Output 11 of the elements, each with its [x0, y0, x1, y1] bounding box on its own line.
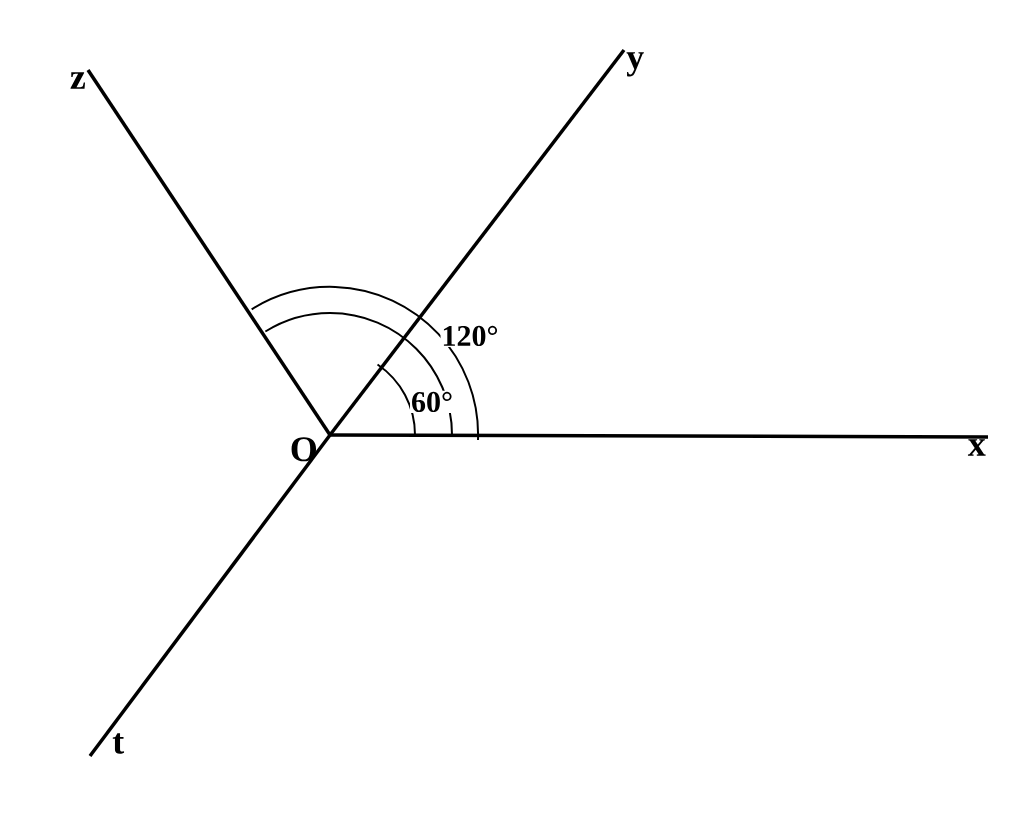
angle-label: 60° — [410, 390, 454, 414]
ray — [328, 48, 626, 437]
ray — [86, 69, 332, 436]
point-label: x — [967, 439, 986, 456]
point-label: y — [626, 52, 644, 77]
point-label: O — [291, 437, 317, 462]
ray — [330, 433, 988, 439]
point-label: z — [70, 72, 85, 89]
point-label: t — [112, 733, 125, 754]
ray — [88, 433, 332, 758]
angle-label: 120° — [440, 324, 500, 348]
